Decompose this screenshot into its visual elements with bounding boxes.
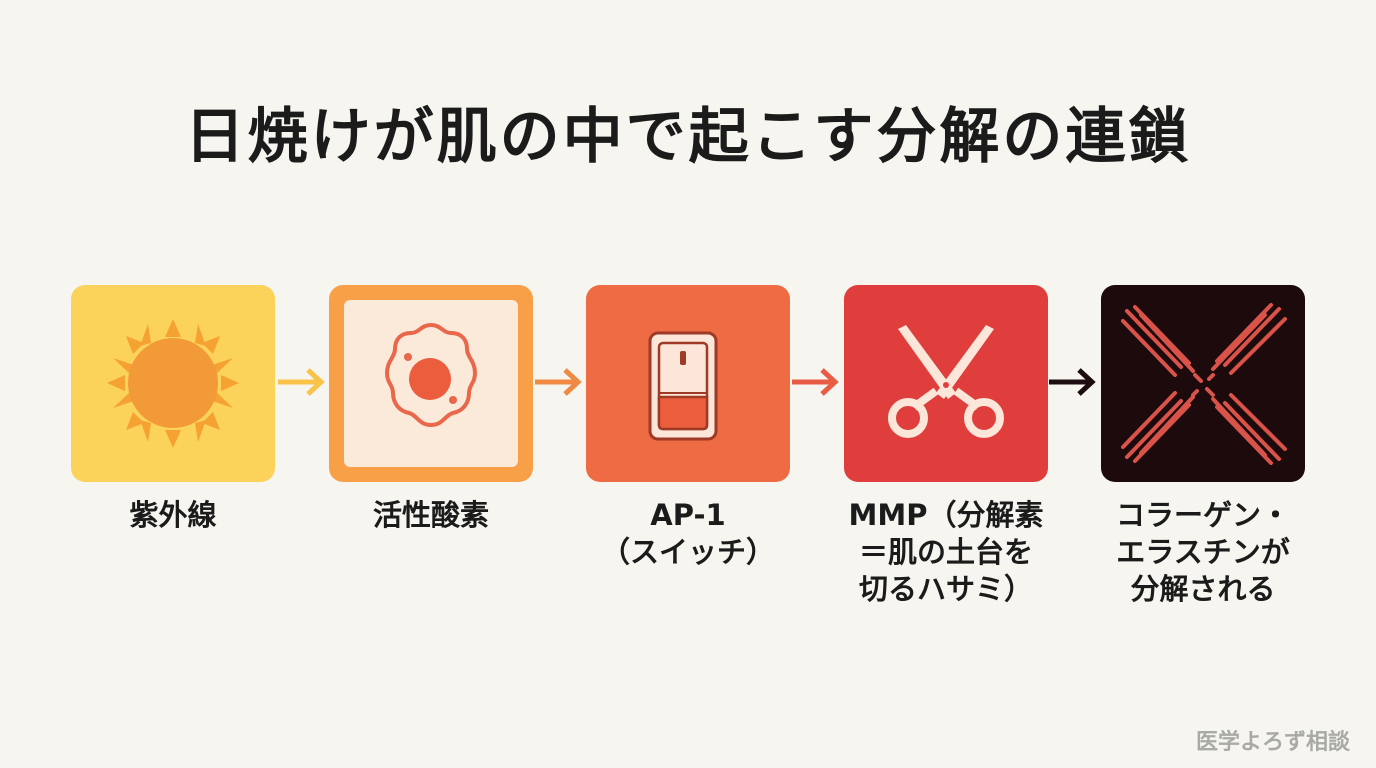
sun-icon xyxy=(107,319,239,448)
reactive-oxygen-icon xyxy=(344,300,518,467)
broken-fibers-icon xyxy=(1121,303,1287,465)
step-ap1-box xyxy=(586,285,790,482)
step-ros-box xyxy=(329,285,533,482)
watermark: 医学よろず相談 xyxy=(1195,730,1350,755)
step-collagen-label: コラーゲン・ エラスチンが 分解される xyxy=(1115,498,1290,606)
scissors-icon xyxy=(888,325,1004,438)
switch-icon xyxy=(648,331,718,441)
step-mmp-box xyxy=(844,285,1048,482)
arrow-3 xyxy=(792,368,839,396)
arrow-1 xyxy=(278,368,325,396)
page-title: 日焼けが肌の中で起こす分解の連鎖 xyxy=(184,102,1192,172)
step-uv-box xyxy=(71,285,275,482)
arrow-4 xyxy=(1049,368,1096,396)
step-mmp-label: MMP（分解素 ＝肌の土台を 切るハサミ） xyxy=(848,498,1044,606)
step-collagen-box xyxy=(1101,285,1305,482)
arrow-2 xyxy=(535,368,582,396)
step-uv-label: 紫外線 xyxy=(129,498,217,532)
step-ap1-label: AP-1 （スイッチ） xyxy=(600,498,775,569)
step-ros-label: 活性酸素 xyxy=(372,498,489,532)
